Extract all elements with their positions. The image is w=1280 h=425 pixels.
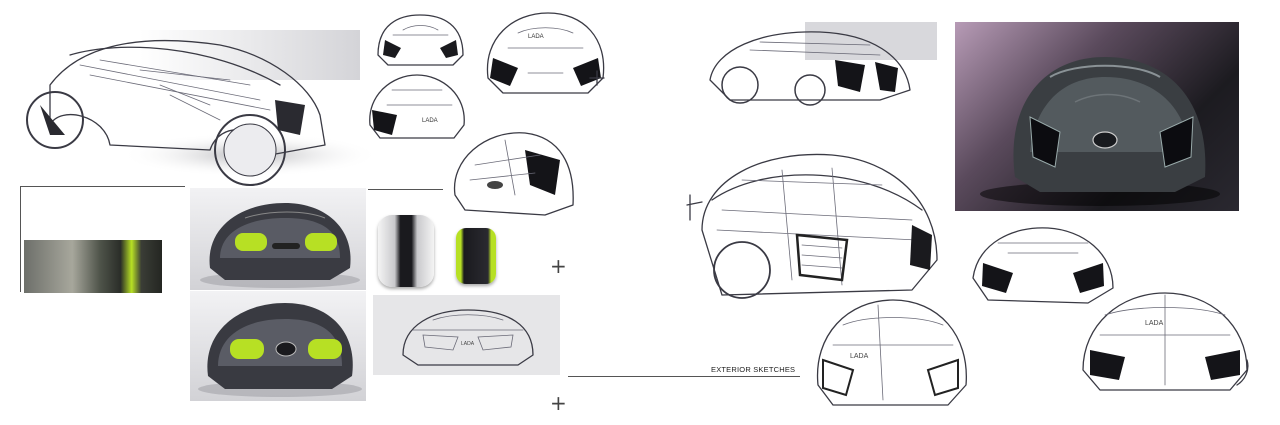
svg-text:LADA: LADA (528, 34, 544, 40)
front-sketch-bottom-right: LADA (1082, 292, 1249, 391)
front-view-sketch-2: LADA (486, 12, 605, 94)
front-three-quarter-sketch-top-right (709, 22, 937, 106)
exterior-sketches-caption: EXTERIOR SKETCHES (711, 365, 796, 374)
headlight-module-black (378, 215, 434, 287)
front-view-sketch-1 (377, 14, 464, 66)
headlight-module-green (456, 228, 496, 284)
rear-view-sketch: LADA (369, 74, 465, 139)
divider-line-left (20, 186, 185, 187)
side-perspective-sketch (26, 30, 380, 186)
svg-text:LADA: LADA (422, 118, 438, 124)
divider-line-mid (368, 189, 443, 190)
caption-line (568, 376, 800, 377)
plus-mark-2: + (550, 391, 567, 415)
svg-text:LADA: LADA (1145, 320, 1164, 327)
svg-text:LADA: LADA (850, 353, 869, 360)
three-quarter-sketch (453, 132, 574, 216)
small-front-sketch-right (972, 227, 1114, 304)
divider-line-vertical (20, 186, 21, 292)
front-sketch-card: LADA (373, 295, 560, 375)
final-render-dark (955, 22, 1239, 211)
front-sketch-bottom-center: LADA (816, 299, 967, 406)
mood-photo-thumbnail (24, 240, 162, 293)
svg-text:LADA: LADA (461, 341, 475, 347)
large-perspective-sketch (686, 153, 938, 299)
front-render-green-1 (190, 188, 366, 290)
front-render-green-2 (190, 291, 366, 401)
plus-mark-1: + (550, 254, 567, 278)
